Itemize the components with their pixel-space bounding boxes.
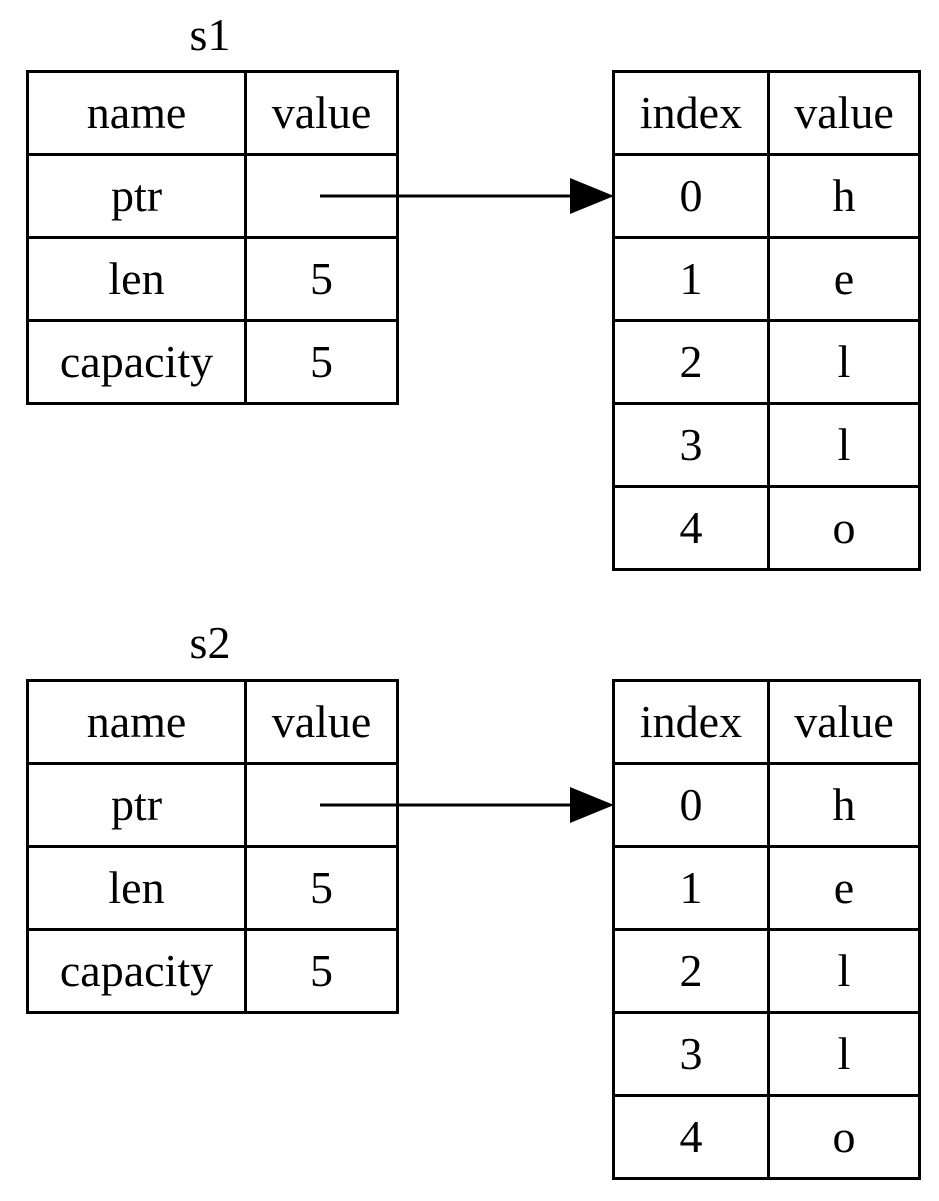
char-cell: h bbox=[767, 762, 921, 848]
index-cell: 3 bbox=[612, 402, 770, 488]
table-row: 1 e bbox=[612, 845, 921, 931]
index-cell: 0 bbox=[612, 153, 770, 239]
table-row: 0 h bbox=[612, 153, 921, 239]
header-index: index bbox=[612, 679, 770, 765]
s1-label: s1 bbox=[189, 9, 231, 60]
table-row: 3 l bbox=[612, 402, 921, 488]
header-value: value bbox=[767, 679, 921, 765]
char-cell: h bbox=[767, 153, 921, 239]
char-cell: o bbox=[767, 485, 921, 571]
table-row: 0 h bbox=[612, 762, 921, 848]
index-cell: 1 bbox=[612, 236, 770, 322]
table-row: 1 e bbox=[612, 236, 921, 322]
field-name: len bbox=[26, 236, 247, 322]
index-cell: 4 bbox=[612, 485, 770, 571]
table-row: 4 o bbox=[612, 485, 921, 571]
table-row: ptr bbox=[26, 153, 399, 239]
field-value bbox=[244, 153, 399, 239]
char-cell: l bbox=[767, 1011, 921, 1097]
field-value bbox=[244, 762, 399, 848]
table-row: capacity 5 bbox=[26, 928, 399, 1014]
field-name: capacity bbox=[26, 319, 247, 405]
field-value: 5 bbox=[244, 319, 399, 405]
index-cell: 1 bbox=[612, 845, 770, 931]
table-row: 2 l bbox=[612, 319, 921, 405]
table-row: 3 l bbox=[612, 1011, 921, 1097]
table-row: 2 l bbox=[612, 928, 921, 1014]
table-row: capacity 5 bbox=[26, 319, 399, 405]
index-cell: 2 bbox=[612, 928, 770, 1014]
s1-heap-table: index value 0 h 1 e 2 l 3 l 4 o bbox=[612, 70, 921, 571]
char-cell: l bbox=[767, 319, 921, 405]
field-name: len bbox=[26, 845, 247, 931]
table-row: ptr bbox=[26, 762, 399, 848]
header-value: value bbox=[244, 70, 399, 156]
header-name: name bbox=[26, 679, 247, 765]
table-header-row: name value bbox=[26, 70, 399, 156]
char-cell: o bbox=[767, 1094, 921, 1180]
table-header-row: index value bbox=[612, 679, 921, 765]
s1-stack-table: name value ptr len 5 capacity 5 bbox=[26, 70, 399, 405]
table-header-row: index value bbox=[612, 70, 921, 156]
header-name: name bbox=[26, 70, 247, 156]
s2-heap-table: index value 0 h 1 e 2 l 3 l 4 o bbox=[612, 679, 921, 1180]
table-row: len 5 bbox=[26, 845, 399, 931]
index-cell: 0 bbox=[612, 762, 770, 848]
field-name: capacity bbox=[26, 928, 247, 1014]
table-row: len 5 bbox=[26, 236, 399, 322]
field-value: 5 bbox=[244, 928, 399, 1014]
header-value: value bbox=[244, 679, 399, 765]
char-cell: l bbox=[767, 928, 921, 1014]
field-name: ptr bbox=[26, 762, 247, 848]
index-cell: 3 bbox=[612, 1011, 770, 1097]
table-row: 4 o bbox=[612, 1094, 921, 1180]
header-value: value bbox=[767, 70, 921, 156]
s2-stack-table: name value ptr len 5 capacity 5 bbox=[26, 679, 399, 1014]
index-cell: 2 bbox=[612, 319, 770, 405]
field-name: ptr bbox=[26, 153, 247, 239]
index-cell: 4 bbox=[612, 1094, 770, 1180]
char-cell: e bbox=[767, 845, 921, 931]
char-cell: e bbox=[767, 236, 921, 322]
s2-label: s2 bbox=[189, 617, 231, 668]
field-value: 5 bbox=[244, 236, 399, 322]
char-cell: l bbox=[767, 402, 921, 488]
field-value: 5 bbox=[244, 845, 399, 931]
header-index: index bbox=[612, 70, 770, 156]
table-header-row: name value bbox=[26, 679, 399, 765]
